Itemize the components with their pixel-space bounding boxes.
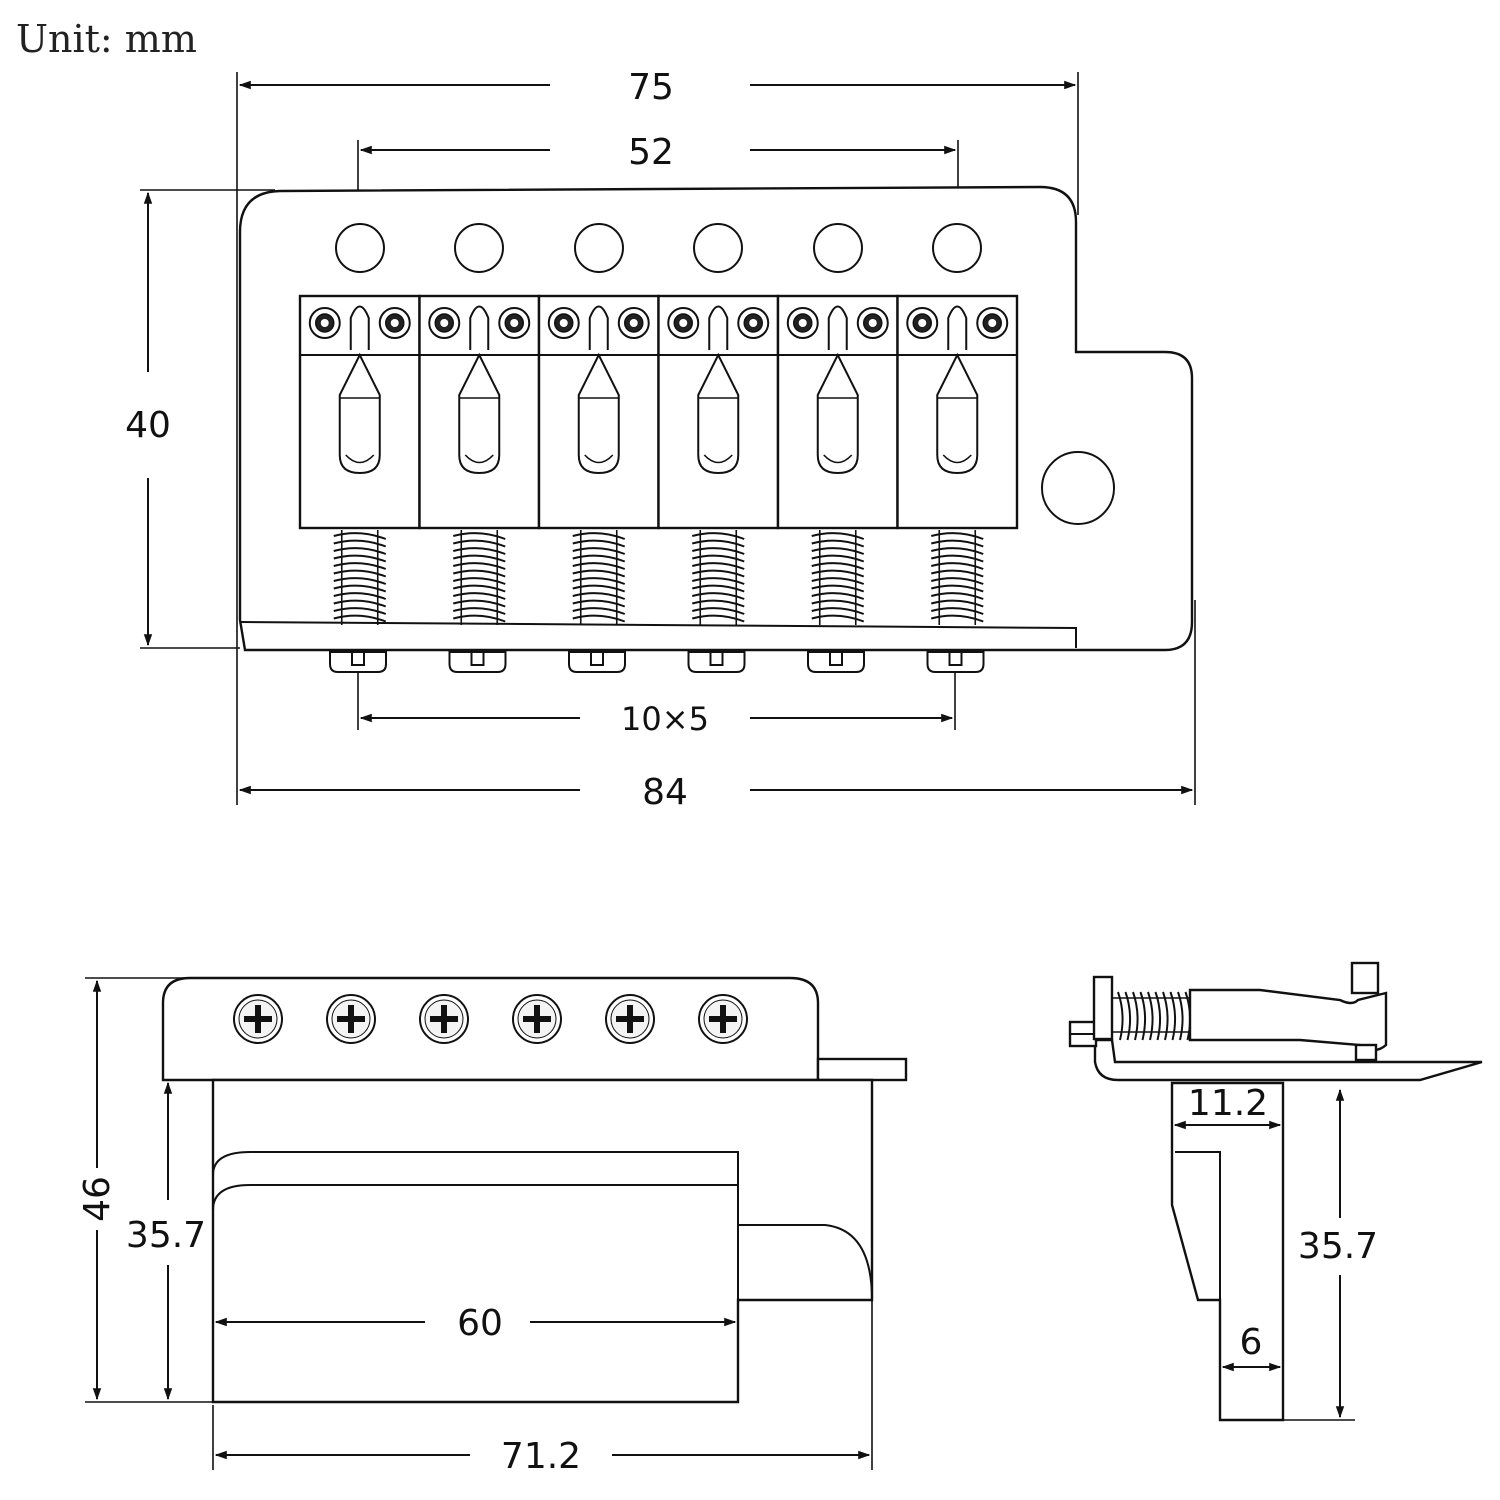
dimension-plate-length-label: 84 xyxy=(642,772,688,813)
top-view: 75 52 40 10×5 84 xyxy=(125,67,1196,813)
front-plate-tab xyxy=(816,1057,908,1082)
intonation-screw-head xyxy=(568,651,626,673)
saddle-height-screw xyxy=(547,307,580,339)
mounting-hole xyxy=(693,223,743,273)
dimension-block-inner-width-label: 60 xyxy=(457,1303,503,1344)
saddle-height-screw xyxy=(617,307,650,339)
saddle-height-screw xyxy=(378,307,411,339)
dimension-side-lower-depth-label: 6 xyxy=(1240,1322,1263,1363)
dimension-block-height-label: 35.7 xyxy=(126,1215,206,1256)
dimension-side-block-depth-label: 11.2 xyxy=(1188,1083,1268,1124)
front-top-plate xyxy=(161,976,820,1082)
saddle xyxy=(896,294,1019,673)
phillips-screw-icon xyxy=(512,994,562,1044)
mounting-hole xyxy=(813,223,863,273)
side-saddle xyxy=(1188,988,1388,1052)
saddle xyxy=(537,294,660,673)
saddle-spring xyxy=(811,530,865,625)
saddle-height-screw xyxy=(737,307,770,339)
saddle xyxy=(776,294,899,673)
saddle-height-screw xyxy=(498,307,531,339)
mounting-hole xyxy=(574,223,624,273)
saddle-spring xyxy=(572,530,626,625)
front-view: 46 35.7 60 71.2 xyxy=(77,976,908,1477)
dimension-height-label: 40 xyxy=(125,405,171,446)
dimension-block-width-label: 71.2 xyxy=(501,1436,581,1477)
saddle-screw-heads xyxy=(233,994,748,1044)
mounting-holes xyxy=(335,223,982,273)
saddle-spring xyxy=(930,530,984,625)
saddle-height-screw xyxy=(786,307,819,339)
phillips-screw-icon xyxy=(605,994,655,1044)
string-saddles xyxy=(298,294,1019,673)
mounting-hole xyxy=(335,223,385,273)
dimension-side-block-height-label: 35.7 xyxy=(1298,1226,1378,1267)
saddle-height-screw xyxy=(308,307,341,339)
side-saddle-spring xyxy=(1112,991,1192,1041)
mounting-hole xyxy=(932,223,982,273)
tremolo-arm-hole xyxy=(1041,451,1115,525)
dimension-total-width-label: 75 xyxy=(628,67,674,108)
dimension-mount-hole-span-label: 52 xyxy=(628,132,674,173)
phillips-screw-icon xyxy=(233,994,283,1044)
intonation-screw-head xyxy=(926,651,985,673)
unit-label: Unit: mm xyxy=(16,17,197,61)
saddle-height-screw xyxy=(856,307,889,339)
side-base-plate xyxy=(1093,1038,1483,1082)
saddle-height-screw xyxy=(976,307,1009,339)
saddle-height-screw xyxy=(667,307,700,339)
saddle-height-screw xyxy=(428,307,461,339)
phillips-screw-icon xyxy=(419,994,469,1044)
intonation-screw-head xyxy=(807,651,865,673)
saddle-spring xyxy=(333,530,387,625)
saddle-spring xyxy=(452,530,506,625)
saddle xyxy=(657,294,780,673)
saddle xyxy=(418,294,541,673)
dimension-screw-spacing-label: 10×5 xyxy=(621,700,709,738)
intonation-screw-head xyxy=(687,651,746,673)
side-view: 11.2 35.7 6 xyxy=(1068,961,1483,1422)
intonation-screw-head xyxy=(329,651,387,673)
side-tremolo-block xyxy=(1170,1081,1285,1422)
intonation-screw-head xyxy=(448,651,507,673)
dimension-total-height-label: 46 xyxy=(77,1176,118,1222)
phillips-screw-icon xyxy=(326,994,376,1044)
phillips-screw-icon xyxy=(698,994,748,1044)
side-height-screw xyxy=(1350,961,1380,995)
saddle-spring xyxy=(691,530,745,625)
saddle-height-screw xyxy=(906,307,939,339)
mounting-hole xyxy=(454,223,504,273)
front-tremolo-block xyxy=(211,1078,874,1404)
